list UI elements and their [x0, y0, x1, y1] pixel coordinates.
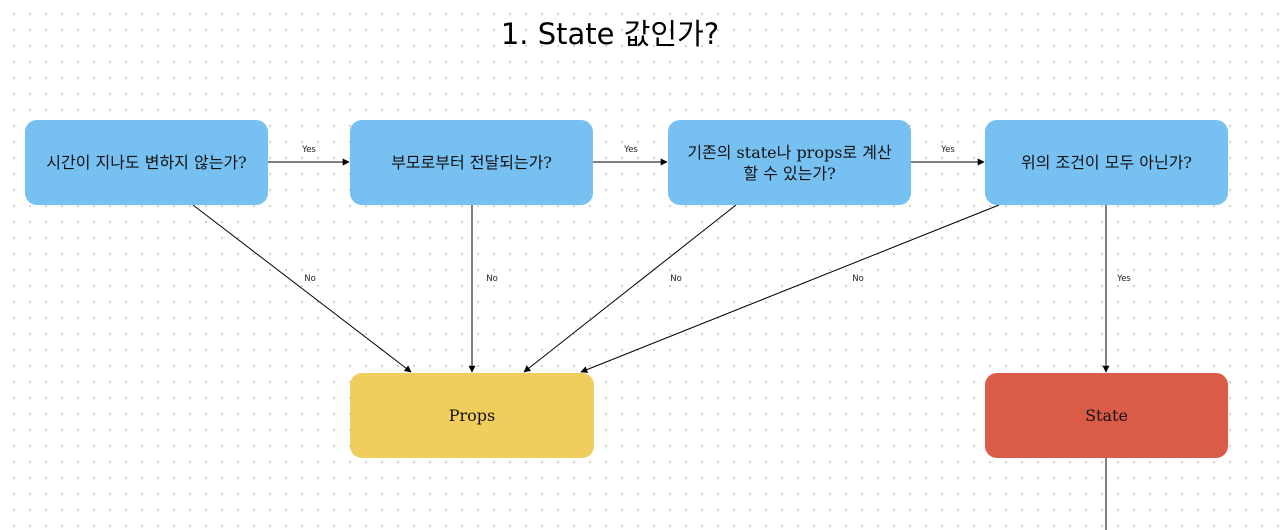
edge-label-yes-1: Yes — [301, 145, 316, 155]
question-node-4[interactable]: 위의 조건이 모두 아닌가? — [985, 120, 1228, 205]
props-node-label: Props — [448, 406, 496, 425]
question-node-2[interactable]: 부모로부터 전달되는가? — [350, 120, 593, 205]
state-node[interactable]: State — [985, 373, 1228, 458]
edge-label-no-4: No — [852, 274, 864, 284]
state-node-label: State — [1085, 406, 1128, 425]
edge-label-no-1: No — [304, 274, 316, 284]
diagram-title: 1. State 값인가? — [500, 17, 720, 51]
edge-q1-props — [192, 204, 412, 373]
question-node-3[interactable]: 기존의 state나 props로 계산할 수 있는가? — [668, 120, 911, 205]
edge-label-no-3: No — [670, 274, 682, 284]
edge-label-no-2: No — [486, 274, 498, 284]
edge-label-yes-4: Yes — [1116, 274, 1131, 284]
edge-label-yes-3: Yes — [940, 145, 955, 155]
props-node[interactable]: Props — [350, 373, 594, 458]
edge-q4-props — [580, 204, 1000, 373]
question-node-4-label: 위의 조건이 모두 아닌가? — [1020, 153, 1193, 172]
question-node-3-label: 기존의 state나 props로 계산할 수 있는가? — [687, 142, 892, 183]
question-node-2-label: 부모로부터 전달되는가? — [391, 153, 552, 172]
edge-q3-props — [523, 204, 737, 373]
edge-label-yes-2: Yes — [623, 145, 638, 155]
question-node-1[interactable]: 시간이 지나도 변하지 않는가? — [25, 120, 268, 205]
question-node-1-label: 시간이 지나도 변하지 않는가? — [46, 153, 247, 172]
